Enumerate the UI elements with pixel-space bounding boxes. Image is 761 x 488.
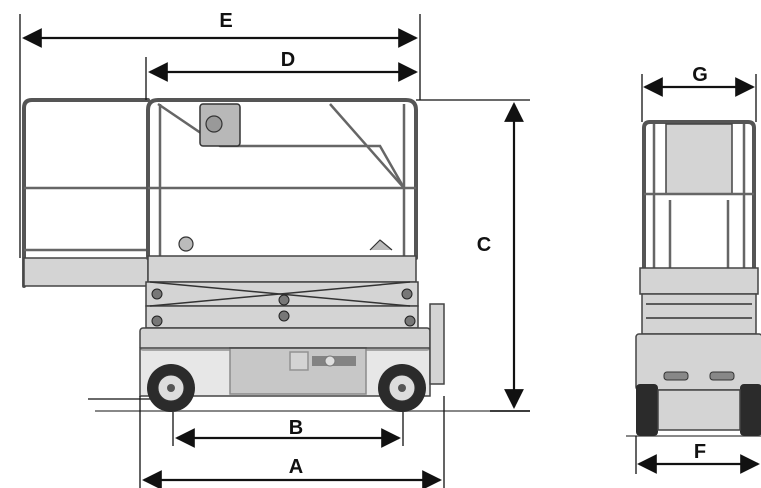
main-guardrail	[146, 98, 418, 260]
rear-wheel	[378, 364, 426, 412]
dim-label-C: C	[477, 234, 491, 256]
front-guardrail	[642, 120, 756, 272]
front-wheel	[147, 364, 195, 412]
front-deck	[639, 267, 759, 335]
front-left-wheel	[636, 384, 658, 436]
dim-label-F: F	[694, 441, 706, 463]
dim-label-E: E	[219, 10, 232, 32]
front-chassis	[635, 333, 761, 391]
extension-deck-guardrail	[22, 98, 150, 288]
platform-deck	[147, 236, 417, 283]
dim-label-D: D	[281, 49, 295, 71]
front-view: G F	[626, 64, 761, 474]
scissor-stack	[145, 281, 419, 329]
control-box	[199, 103, 241, 147]
side-view: E D C B A	[19, 10, 530, 488]
dim-label-A: A	[289, 456, 303, 478]
front-right-wheel	[740, 384, 761, 436]
dim-label-B: B	[289, 417, 303, 439]
dim-label-G: G	[692, 64, 708, 86]
